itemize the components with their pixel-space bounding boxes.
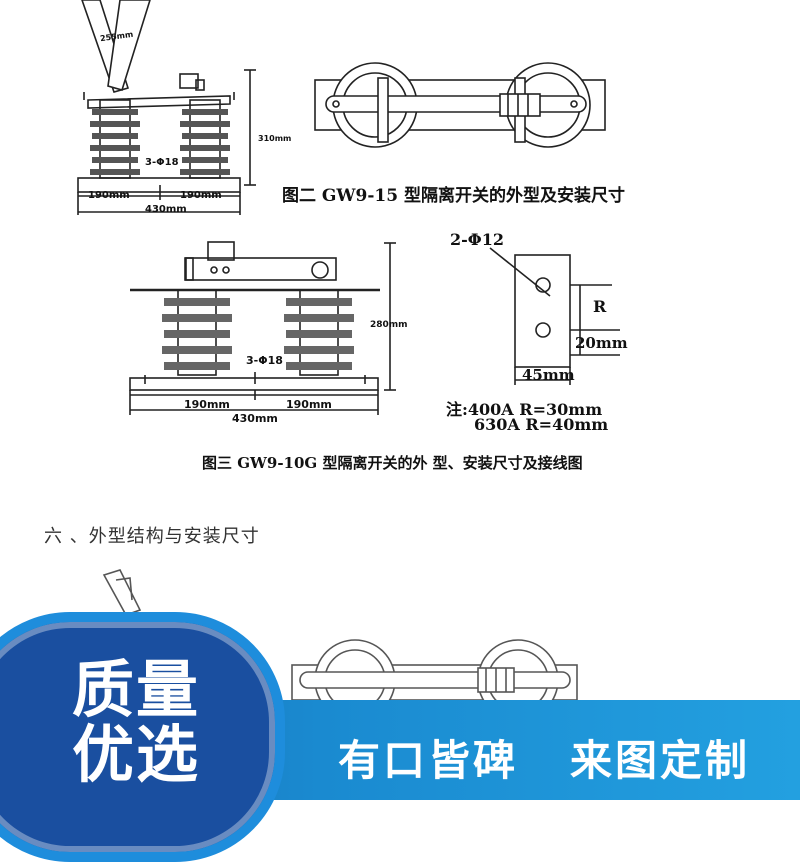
fig3-dim-190-right: 190mm: [286, 398, 332, 411]
slogan-left: 有口皆碑: [338, 736, 519, 785]
fig2-dim-310: 310mm: [258, 134, 292, 143]
fig2-dim-190-left: 190mm: [88, 190, 130, 201]
fig3-caption: 图三 GW9-10G 型隔离开关的外 型、安装尺寸及接线图: [202, 454, 583, 472]
section-heading: 六 、外型结构与安装尺寸: [44, 526, 260, 547]
fig2-side-view: [77, 0, 256, 215]
fig2-caption: 图二 GW9-15 型隔离开关的外型及安装尺寸: [282, 186, 625, 206]
fig2-hole-spec: 3-Φ18: [145, 157, 179, 168]
slogan-right: 来图定制: [570, 736, 751, 785]
fig3-r-label: R: [593, 297, 607, 316]
fig3-dim-45: 45mm: [522, 366, 575, 384]
fig3-dim-190-left: 190mm: [184, 398, 230, 411]
fig3-hole-spec: 3-Φ18: [246, 354, 283, 367]
fig3-terminal-holes: 2-Φ12: [450, 230, 504, 249]
fig3-note-line2: 630A R=40mm: [474, 415, 609, 434]
fig3-note-line1: 注:400A R=30mm: [446, 400, 603, 419]
fig3-side-view: [129, 241, 396, 415]
fig3-dim-430: 430mm: [232, 412, 278, 425]
fig3-dim-280: 280mm: [370, 320, 408, 330]
fig2-dim-430: 430mm: [145, 204, 187, 215]
fig2-top-view: [314, 62, 606, 148]
fig3-terminal-plate: [489, 247, 620, 385]
fig2-dim-190-right: 190mm: [180, 190, 222, 201]
fig3-dim-20: 20mm: [575, 334, 628, 352]
badge-line2: 优选: [72, 718, 201, 791]
badge-line1: 质量: [72, 653, 201, 726]
